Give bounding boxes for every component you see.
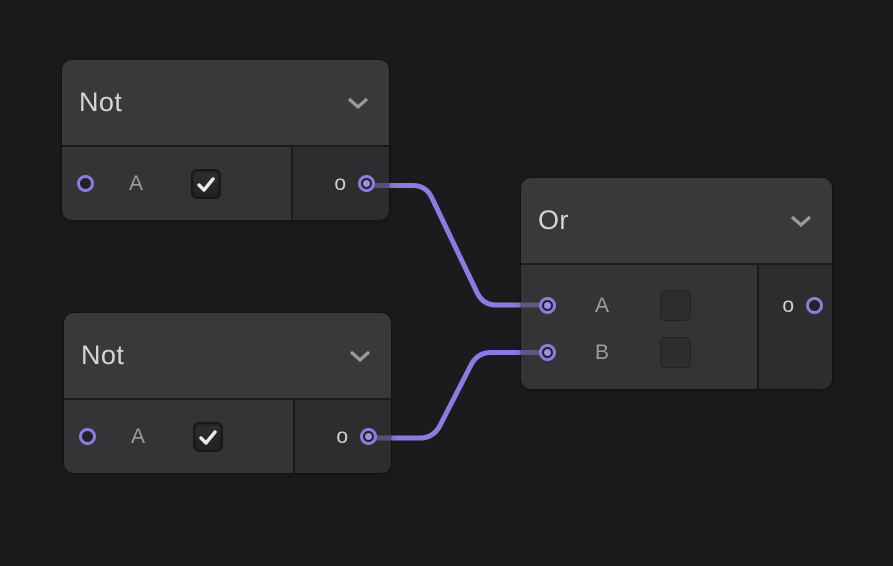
- connection-wire-not2-to-or-b[interactable]: [364, 350, 551, 441]
- connection-wire-not1-to-or-a[interactable]: [364, 183, 551, 308]
- node-not-1[interactable]: Not A o: [62, 60, 389, 220]
- outputs-section: o: [293, 400, 391, 473]
- input-socket-a[interactable]: [77, 175, 94, 192]
- checkbox-disabled: [660, 290, 692, 321]
- outputs-section: o: [757, 265, 832, 389]
- input-label: A: [595, 293, 610, 317]
- output-label: o: [334, 171, 346, 195]
- input-row-a: A: [62, 147, 291, 220]
- input-label: A: [129, 171, 144, 195]
- chevron-down-icon[interactable]: [347, 97, 369, 109]
- output-row-o: o: [759, 282, 832, 329]
- input-label: A: [131, 424, 146, 448]
- output-label: o: [336, 424, 348, 448]
- inputs-section: A: [64, 400, 293, 473]
- node-or[interactable]: Or A B o: [521, 178, 832, 389]
- node-not-2-header[interactable]: Not: [64, 313, 391, 400]
- output-socket-o[interactable]: [360, 428, 377, 445]
- node-or-header[interactable]: Or: [521, 178, 832, 265]
- input-row-b: B: [521, 329, 757, 376]
- output-socket-o[interactable]: [358, 175, 375, 192]
- chevron-down-icon[interactable]: [790, 215, 812, 227]
- output-row-o: o: [293, 147, 389, 220]
- input-label: B: [595, 340, 610, 364]
- checkbox-checked[interactable]: [193, 421, 224, 452]
- input-row-a: A: [64, 400, 293, 473]
- output-label: o: [782, 293, 794, 317]
- node-not-2[interactable]: Not A o: [64, 313, 391, 473]
- checkbox-checked[interactable]: [191, 168, 222, 199]
- chevron-down-icon[interactable]: [349, 350, 371, 362]
- node-title: Or: [538, 205, 569, 235]
- output-row-o: o: [295, 400, 391, 473]
- outputs-section: o: [291, 147, 389, 220]
- checkbox-disabled: [660, 337, 692, 368]
- output-socket-o[interactable]: [806, 297, 823, 314]
- node-not-1-header[interactable]: Not: [62, 60, 389, 147]
- inputs-section: A B: [521, 265, 757, 389]
- input-socket-a[interactable]: [539, 297, 556, 314]
- node-title: Not: [79, 87, 123, 117]
- node-title: Not: [81, 340, 125, 370]
- input-row-a: A: [521, 282, 757, 329]
- input-socket-a[interactable]: [79, 428, 96, 445]
- inputs-section: A: [62, 147, 291, 220]
- input-socket-b[interactable]: [539, 344, 556, 361]
